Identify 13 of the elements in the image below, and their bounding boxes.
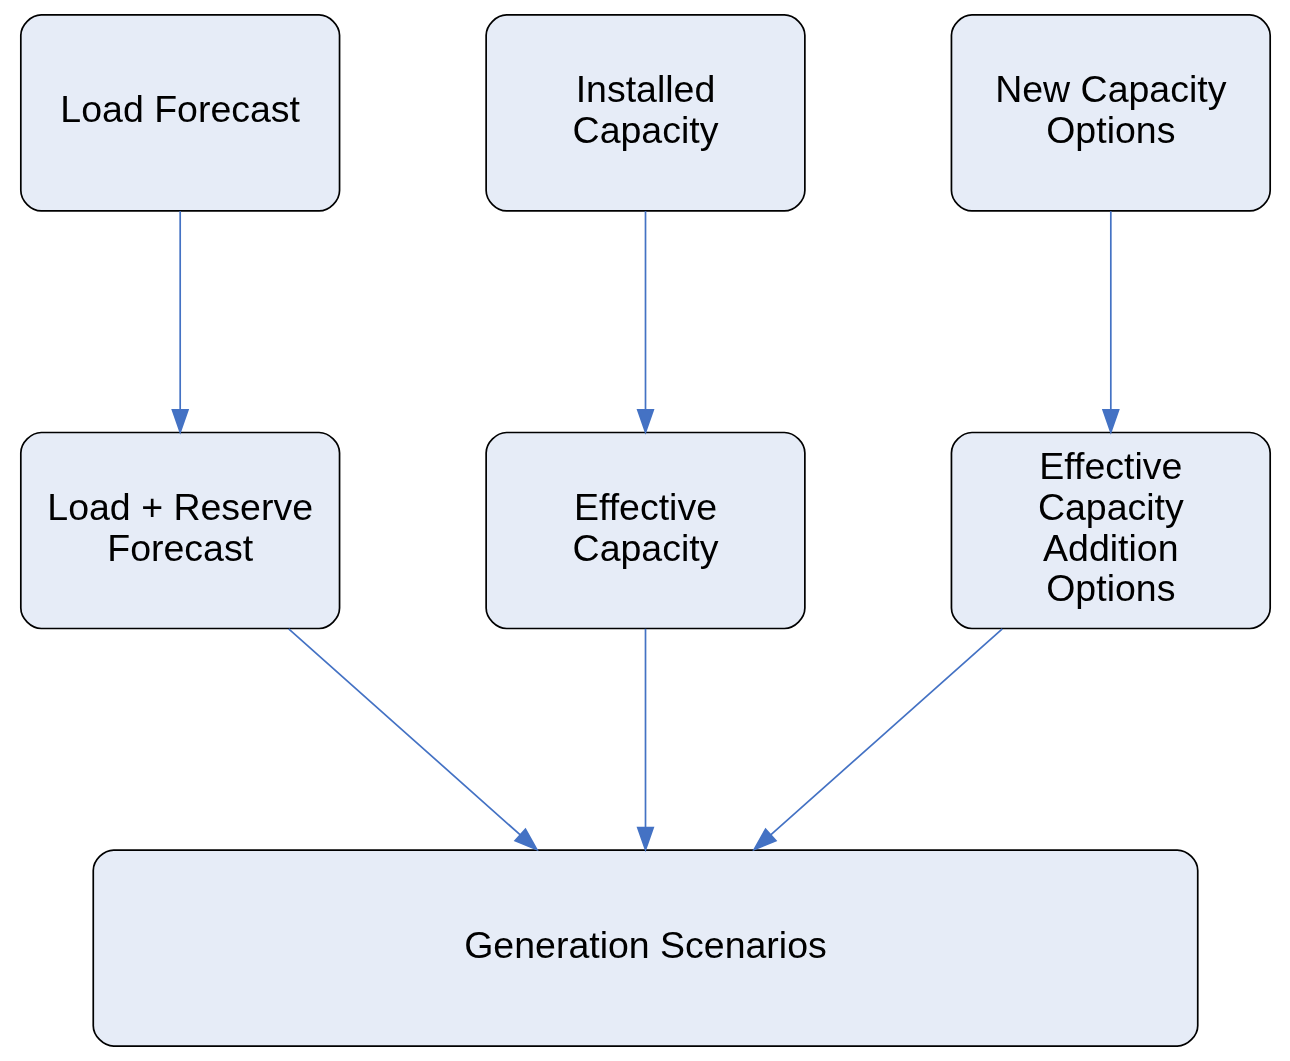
node-box: Effective Capacity xyxy=(484,431,806,630)
arrow xyxy=(1101,210,1120,435)
node-box: Installed Capacity xyxy=(484,14,806,212)
arrow xyxy=(170,210,189,435)
arrow xyxy=(751,627,1003,852)
node-box: New Capacity Options xyxy=(950,14,1271,212)
node-box: Generation Scenarios xyxy=(91,849,1199,1047)
arrow xyxy=(636,627,654,853)
node-box: Load Forecast xyxy=(19,14,340,212)
arrow xyxy=(636,210,654,435)
node-box: Load + Reserve Forecast xyxy=(19,431,340,630)
node-box: Effective Capacity Addition Options xyxy=(950,431,1271,630)
arrow xyxy=(287,627,539,852)
